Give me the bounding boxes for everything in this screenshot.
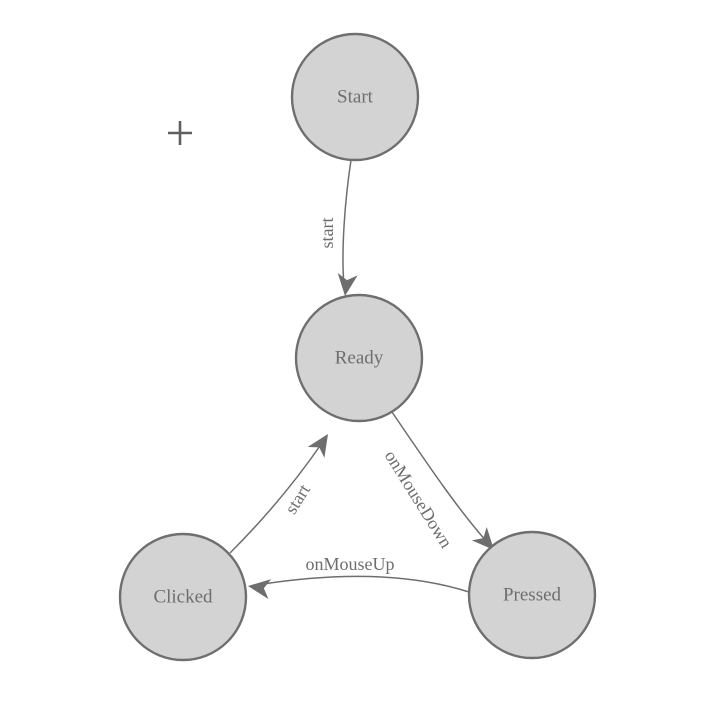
arrowheads-layer xyxy=(248,272,494,599)
node-circle-ready[interactable] xyxy=(294,293,424,423)
node-label-start: Start xyxy=(337,86,374,107)
node-start[interactable]: Start xyxy=(290,32,420,162)
node-circle-clicked[interactable] xyxy=(118,532,248,662)
arrowhead-start-to-ready xyxy=(337,272,358,296)
node-label-clicked: Clicked xyxy=(153,586,213,607)
node-label-ready: Ready xyxy=(335,347,384,368)
node-circle-start[interactable] xyxy=(290,32,420,162)
edge-start-to-ready xyxy=(342,159,352,287)
edge-label-pressed-to-clicked: onMouseUp xyxy=(306,554,395,574)
node-ready[interactable]: Ready xyxy=(294,293,424,423)
arrowhead-clicked-to-ready xyxy=(307,434,328,458)
arrowhead-ready-to-pressed xyxy=(471,526,494,550)
edge-label-ready-to-pressed: onMouseDown xyxy=(381,447,457,552)
node-pressed[interactable]: Pressed xyxy=(467,530,597,660)
edge-clicked-to-ready xyxy=(229,442,323,554)
markers-layer xyxy=(168,121,192,145)
arrowhead-pressed-to-clicked xyxy=(248,579,272,599)
edge-ready-to-pressed xyxy=(391,411,489,544)
edge-label-start-to-ready: start xyxy=(317,218,337,249)
edge-pressed-to-clicked xyxy=(256,575,470,593)
crosshair-marker xyxy=(168,121,192,145)
node-clicked[interactable]: Clicked xyxy=(118,532,248,662)
node-circle-pressed[interactable] xyxy=(467,530,597,660)
edges-layer xyxy=(229,159,489,593)
edge-label-clicked-to-ready: start xyxy=(281,481,314,518)
node-label-pressed: Pressed xyxy=(503,584,562,605)
